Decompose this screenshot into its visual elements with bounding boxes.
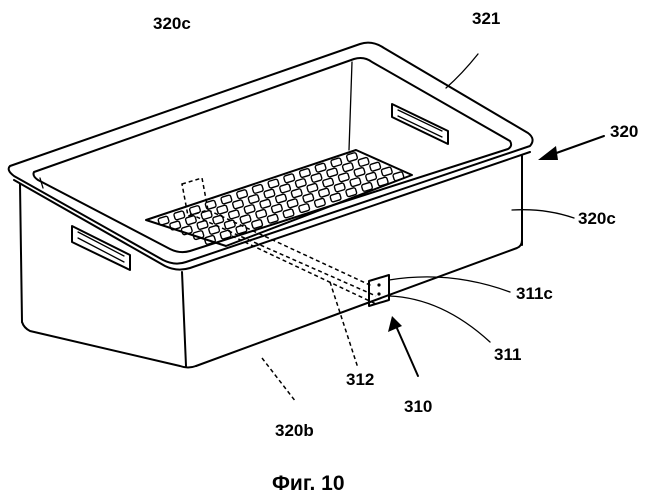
mesh-cell: [342, 162, 354, 172]
label-320c-side: 320c: [578, 209, 616, 228]
label-320: 320: [610, 122, 638, 141]
hole-311c: [377, 283, 380, 286]
mesh-cell: [295, 178, 307, 188]
bottom-edge-left: [22, 322, 196, 368]
mesh-cell: [259, 199, 271, 209]
mesh-cell: [197, 220, 209, 230]
mesh-cell: [354, 167, 366, 177]
mesh-cell: [298, 203, 310, 213]
dashed-leader-320b: [262, 358, 296, 402]
leader-311c: [389, 277, 510, 292]
mesh-cell: [302, 193, 314, 203]
mesh-cell: [228, 210, 240, 220]
inner-corner-back: [349, 62, 352, 150]
mesh-cell: [169, 221, 181, 231]
hidden-rod-3: [232, 236, 376, 304]
mesh-cell: [216, 205, 228, 215]
mesh-cell: [299, 168, 311, 178]
mesh-cell: [330, 193, 342, 203]
mesh-cell: [283, 209, 295, 219]
mesh-cell: [221, 195, 233, 205]
mesh-cell: [358, 157, 370, 167]
mesh-cell: [248, 194, 260, 204]
mesh-cell: [267, 214, 279, 224]
wall-front-corner: [182, 272, 186, 366]
label-311: 311: [494, 345, 521, 364]
mesh-cell: [255, 209, 267, 219]
mesh-cell: [322, 178, 334, 188]
label-312: 312: [346, 370, 374, 389]
mesh-cell: [291, 188, 303, 198]
mesh-cell: [311, 173, 323, 183]
label-320c-top: 320c: [153, 14, 191, 33]
label-321: 321: [472, 9, 500, 28]
hidden-part-box: [182, 178, 208, 216]
mesh-cell: [315, 163, 327, 173]
mesh-cell: [365, 172, 377, 182]
mesh-cell: [326, 168, 338, 178]
hidden-rod-2: [190, 214, 376, 296]
mesh-cell: [381, 167, 393, 177]
leader-311: [389, 296, 490, 342]
arrow-320: [538, 136, 604, 160]
mesh-cell: [268, 179, 280, 189]
wall-left-edge: [20, 184, 22, 322]
mesh-cell: [334, 183, 346, 193]
mesh-cell: [314, 198, 326, 208]
mesh-cell: [350, 177, 362, 187]
mesh-cell: [338, 172, 350, 182]
mesh-cell: [185, 215, 197, 225]
labels: 320c 321 320 320c 311c 311 312 310 320b …: [153, 9, 638, 495]
handle-left: [72, 226, 130, 270]
mesh-cell: [369, 162, 381, 172]
mesh-cell: [232, 199, 244, 209]
mesh-cell: [252, 184, 264, 194]
mesh-cell: [158, 216, 170, 226]
mesh-cell: [318, 188, 330, 198]
label-310: 310: [404, 397, 432, 416]
bottom-edge-right: [196, 240, 522, 366]
handle-right: [392, 104, 448, 144]
label-320b: 320b: [275, 421, 314, 440]
mesh-cell: [236, 189, 248, 199]
arrow-310: [388, 316, 418, 376]
mesh-cell: [279, 184, 291, 194]
mesh-cell: [271, 204, 283, 214]
dashed-leader-312: [330, 282, 358, 368]
mesh-cell: [264, 189, 276, 199]
mesh-cell: [287, 198, 299, 208]
mesh-cell: [224, 220, 236, 230]
leader-321: [446, 54, 478, 88]
mesh-cell: [173, 211, 185, 221]
mesh-cell: [307, 183, 319, 193]
mesh-cell: [275, 194, 287, 204]
label-311c: 311c: [516, 284, 553, 303]
mesh-cell: [244, 204, 256, 214]
mesh-cell: [283, 173, 295, 183]
mesh-cell: [330, 158, 342, 168]
mesh-cell: [240, 214, 252, 224]
figure-caption: Фиг. 10: [272, 472, 345, 495]
